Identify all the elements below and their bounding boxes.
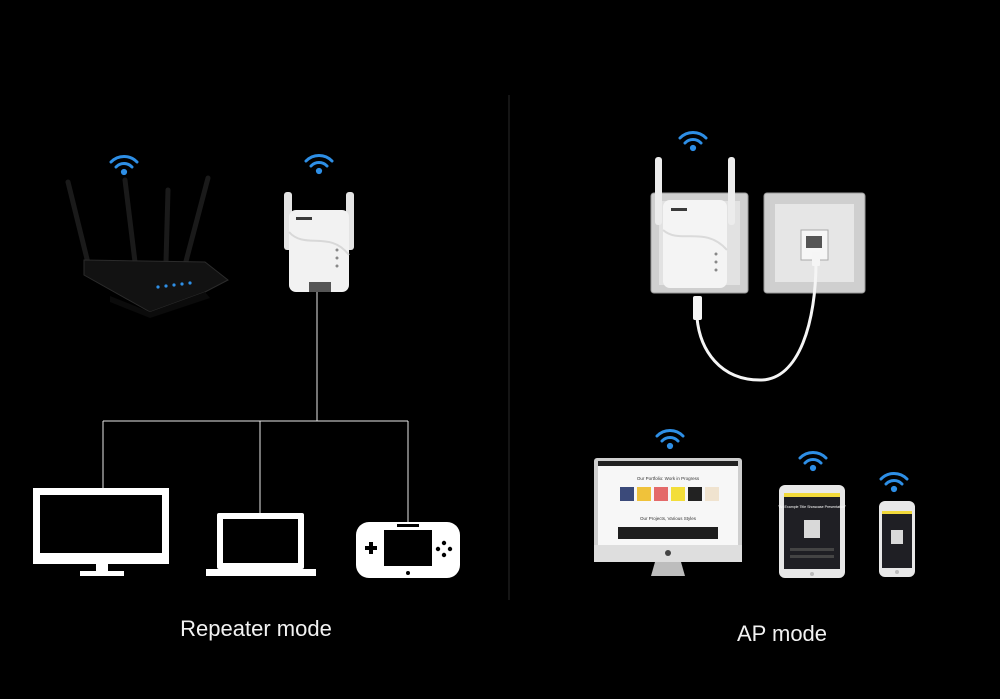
repeater-mode-section: Repeater mode (33, 153, 460, 641)
imac-headline: Our Portfolio: Work in Progress (637, 476, 700, 481)
extender-wifi-icon (304, 153, 334, 176)
ap-mode-section: Our Portfolio: Work in Progress Our Proj… (594, 130, 915, 646)
ap-mode-caption: AP mode (737, 621, 827, 646)
imac: Our Portfolio: Work in Progress Our Proj… (594, 458, 742, 576)
imac-subheadline: Our Projects, Various Styles (640, 516, 697, 521)
router-wifi-icon (109, 154, 139, 177)
phone (879, 501, 915, 577)
laptop-icon (206, 513, 316, 576)
phone-wifi-icon (879, 471, 909, 494)
range-extender-in-wall-socket (650, 157, 749, 294)
gamepad-icon (356, 522, 460, 578)
monitor-icon (33, 488, 169, 576)
imac-wifi-icon (655, 428, 685, 451)
ethernet-cable-icon (693, 252, 820, 382)
repeater-mode-caption: Repeater mode (180, 616, 332, 641)
ap-extender-wifi-icon (678, 130, 708, 153)
tablet: "An Example Title Showcase Presentation" (778, 485, 847, 578)
tablet-wifi-icon (798, 450, 828, 473)
router (65, 175, 229, 318)
tablet-headline: "An Example Title Showcase Presentation" (778, 505, 847, 509)
range-extender (284, 192, 354, 292)
ethernet-wiring (102, 292, 409, 523)
